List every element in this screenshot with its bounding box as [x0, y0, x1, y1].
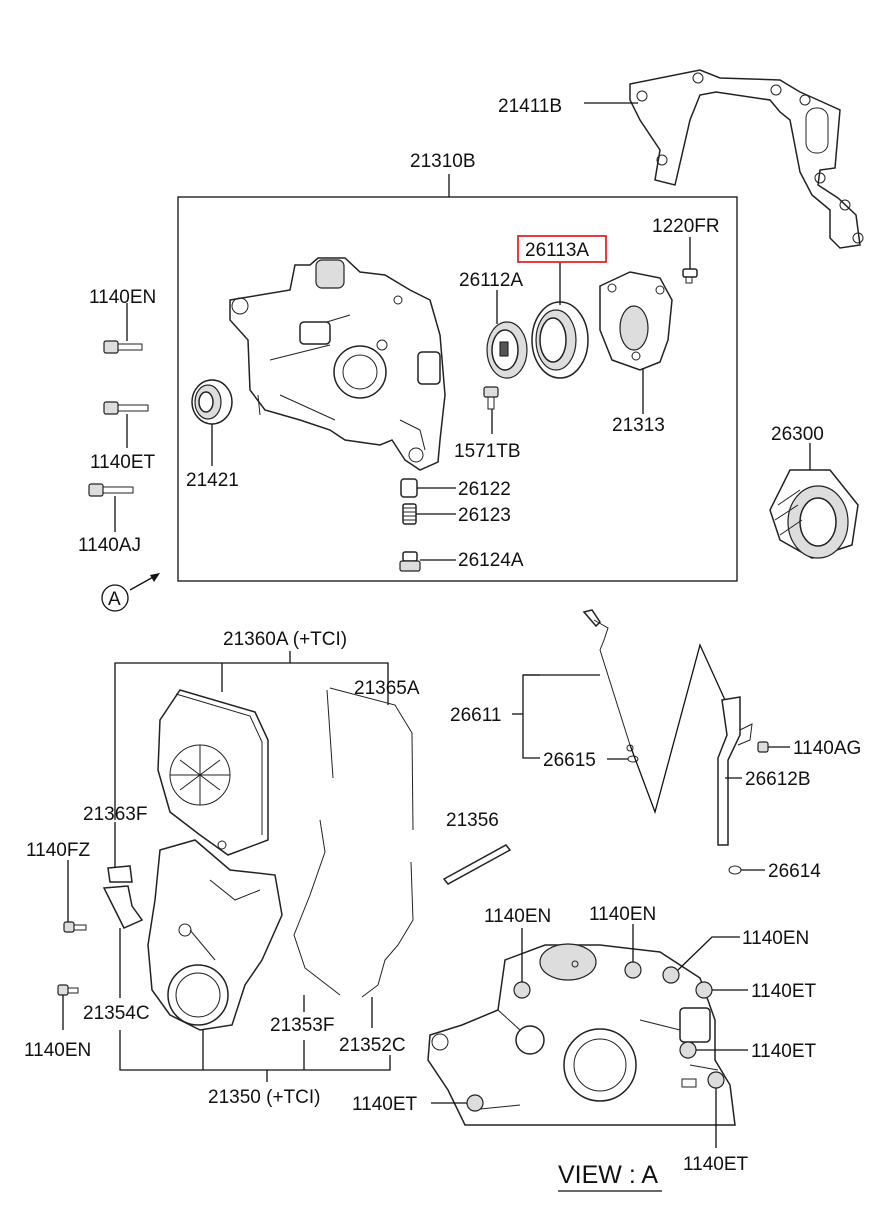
label-v1140ET-3[interactable]: 1140ET: [352, 1094, 418, 1115]
bolt-1140EN-lower[interactable]: [57, 984, 79, 996]
label-26122[interactable]: 26122: [458, 479, 511, 500]
seal-21365A-side[interactable]: [326, 689, 334, 779]
label-1571TB[interactable]: 1571TB: [454, 441, 521, 462]
relief-spring-26123[interactable]: [402, 503, 417, 525]
view-arrow-line: [129, 575, 156, 591]
gasket-21411B[interactable]: [629, 69, 864, 249]
seal-21365A-upper[interactable]: [329, 687, 414, 831]
pump-cover-21313[interactable]: [599, 271, 673, 371]
bolt-1571TB[interactable]: [483, 386, 499, 410]
label-26123[interactable]: 26123: [458, 505, 511, 526]
seal-strip-21356[interactable]: [442, 844, 512, 885]
label-1140FZ[interactable]: 1140FZ: [26, 840, 90, 861]
label-1140AJ[interactable]: 1140AJ: [78, 535, 141, 556]
label-21411B[interactable]: 21411B: [498, 96, 562, 117]
label-21363F[interactable]: 21363F: [83, 804, 147, 825]
bolt-1140FZ[interactable]: [63, 921, 87, 933]
view-a-bolt-6[interactable]: [466, 1094, 484, 1112]
relief-plunger-26122[interactable]: [400, 478, 418, 498]
seal-21353F[interactable]: [293, 819, 341, 996]
view-arrow-head: [150, 573, 160, 582]
plug-26124A[interactable]: [399, 551, 421, 572]
label-26615[interactable]: 26615: [543, 750, 596, 771]
view-a-bolt-4[interactable]: [695, 981, 713, 999]
view-a-bolt-5[interactable]: [679, 1041, 697, 1059]
label-21350[interactable]: 21350 (+TCI): [208, 1087, 320, 1108]
label-v1140ET-2[interactable]: 1140ET: [751, 1041, 817, 1062]
break-line: [629, 643, 726, 815]
bracket-21360A: [114, 662, 389, 820]
bracket-21354C[interactable]: [102, 885, 144, 929]
clip-21363F[interactable]: [107, 865, 133, 883]
label-26612B[interactable]: 26612B: [745, 769, 811, 790]
label-1140AG[interactable]: 1140AG: [793, 738, 861, 759]
label-21356[interactable]: 21356: [446, 810, 499, 831]
view-a-bolt-7[interactable]: [707, 1071, 725, 1089]
view-a-bolt-2[interactable]: [624, 961, 642, 979]
o-ring-26614[interactable]: [728, 865, 742, 875]
guide-tube-26612B[interactable]: [717, 696, 753, 846]
label-21421[interactable]: 21421: [186, 470, 239, 491]
label-v1140ET-4[interactable]: 1140ET: [683, 1154, 749, 1175]
oil-seal-21421[interactable]: [191, 379, 233, 425]
label-21352C[interactable]: 21352C: [339, 1035, 406, 1056]
label-21360A[interactable]: 21360A (+TCI): [223, 629, 347, 650]
lower-timing-cover[interactable]: [147, 839, 283, 1031]
view-a-caption[interactable]: VIEW : A: [558, 1161, 658, 1189]
label-21310B[interactable]: 21310B: [410, 151, 476, 172]
label-26112A[interactable]: 26112A: [459, 270, 523, 291]
bracket-21350: [119, 1030, 391, 1071]
label-1140ET-a[interactable]: 1140ET: [90, 452, 156, 473]
bracket-26611: [522, 674, 540, 759]
seal-21352C[interactable]: [361, 861, 414, 998]
view-a-bolt-1[interactable]: [513, 981, 531, 999]
label-21365A[interactable]: 21365A: [354, 678, 420, 699]
label-26611[interactable]: 26611: [450, 705, 501, 726]
oil-pump-housing[interactable]: [229, 257, 446, 471]
outer-gear-26113A[interactable]: [531, 301, 589, 379]
label-1140EN-b[interactable]: 1140EN: [24, 1040, 91, 1061]
oil-filter-26300[interactable]: [769, 469, 859, 559]
label-v1140ET-1[interactable]: 1140ET: [751, 981, 817, 1002]
label-21354C[interactable]: 21354C: [83, 1003, 150, 1024]
label-26300[interactable]: 26300: [771, 424, 824, 445]
label-v1140EN-2[interactable]: 1140EN: [589, 904, 656, 925]
view-marker-circle: [101, 584, 129, 612]
inner-gear-26112A[interactable]: [486, 321, 528, 379]
label-v1140EN-1[interactable]: 1140EN: [484, 906, 551, 927]
bolt-1140AJ[interactable]: [88, 483, 134, 497]
label-1140EN-a[interactable]: 1140EN: [89, 287, 156, 308]
bolt-1140AG[interactable]: [757, 741, 769, 753]
bolt-1140ET[interactable]: [103, 401, 149, 415]
upper-timing-cover[interactable]: [157, 689, 269, 856]
label-26113A[interactable]: 26113A: [525, 240, 589, 261]
leader-v1140EN-3: [677, 936, 740, 971]
label-21353F[interactable]: 21353F: [270, 1015, 334, 1036]
view-a-housing[interactable]: [427, 943, 736, 1126]
highlight-box-26113A: [517, 235, 607, 263]
label-21313[interactable]: 21313: [612, 415, 665, 436]
assembly-box-21310B: [177, 196, 738, 582]
view-marker-label[interactable]: A: [108, 589, 121, 610]
bolt-1140EN[interactable]: [103, 340, 143, 354]
label-v1140EN-3[interactable]: 1140EN: [742, 928, 809, 949]
view-a-bolt-3[interactable]: [662, 966, 680, 984]
screw-1220FR[interactable]: [682, 268, 698, 284]
label-26614[interactable]: 26614: [768, 861, 821, 882]
label-26124A[interactable]: 26124A: [458, 550, 524, 571]
label-1220FR[interactable]: 1220FR: [652, 216, 720, 237]
dipstick-26611[interactable]: [582, 609, 634, 752]
